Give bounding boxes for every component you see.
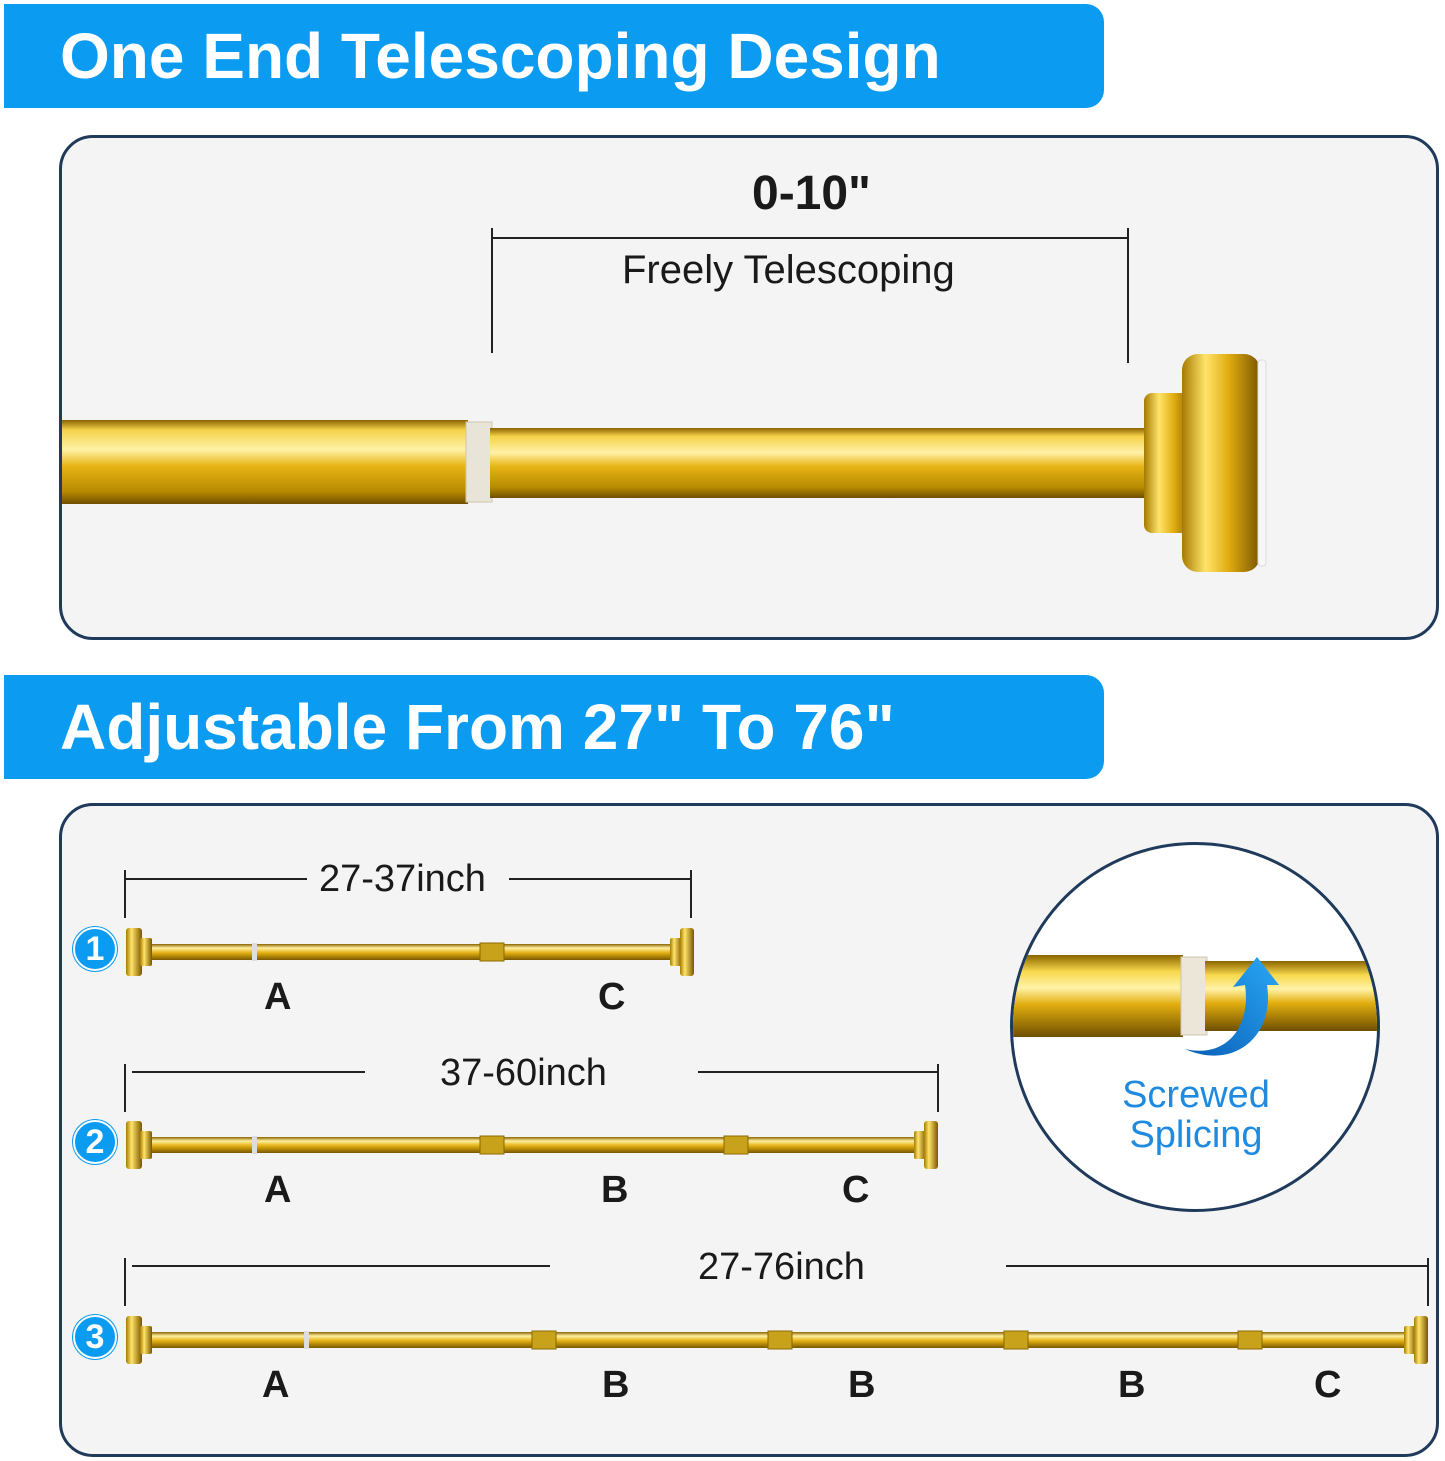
rod-2-cap-left-b (140, 1131, 152, 1159)
config-2-badge: 2 (73, 1120, 117, 1164)
config-3-segment-b2: B (848, 1364, 876, 1406)
rod-1-collar (252, 943, 257, 961)
section-banner-adjustable: Adjustable From 27" To 76" (4, 675, 1104, 779)
rod-2-cap-left (126, 1121, 142, 1169)
rod-2-thread-2 (723, 1135, 749, 1155)
rod-1-cap-right (670, 938, 682, 966)
telescoping-caption: Freely Telescoping (622, 248, 955, 292)
telescoping-rod-illustration (62, 228, 1267, 572)
rod-3-thread-4 (1237, 1330, 1263, 1350)
config-2-range: 37-60inch (440, 1052, 607, 1094)
rod-1-tube (146, 944, 676, 960)
config-1-segment-a: A (264, 976, 292, 1018)
inset-label-line2: Splicing (1129, 1114, 1263, 1156)
rod-1-cap-left (126, 928, 142, 976)
rod-3-cap-right (1404, 1326, 1416, 1354)
end-cap-inner (1144, 393, 1194, 533)
rod-3-cap-left (126, 1316, 142, 1364)
inner-tube (490, 428, 1150, 498)
config-1-badge: 1 (73, 927, 117, 971)
white-collar (465, 421, 493, 503)
section-title: Adjustable From 27" To 76" (60, 691, 895, 763)
config-3-segment-c: C (1314, 1364, 1342, 1406)
section-title: One End Telescoping Design (60, 20, 941, 92)
adjustable-rods-illustration (124, 870, 1429, 1364)
config-3-badge: 3 (73, 1315, 117, 1359)
rod-3-thread-1 (531, 1330, 557, 1350)
config-3-segment-b1: B (602, 1364, 630, 1406)
end-cap-outer (1182, 354, 1260, 572)
telescoping-range-label: 0-10" (752, 167, 871, 220)
rod-3-cap-left-b (140, 1326, 152, 1354)
config-1-segment-c: C (598, 976, 626, 1018)
rod-3-collar (304, 1331, 309, 1349)
rod-2-thread-1 (479, 1135, 505, 1155)
end-cap-pad (1257, 359, 1267, 567)
rod-3-cap-right-b (1414, 1316, 1428, 1364)
inset-label-line1: Screwed (1122, 1074, 1270, 1116)
section-banner-telescoping: One End Telescoping Design (4, 4, 1104, 108)
config-1-range: 27-37inch (319, 858, 486, 900)
rod-2-cap-right-b (924, 1121, 938, 1169)
closeup-collar (1180, 956, 1208, 1036)
config-2-segment-a: A (264, 1169, 292, 1211)
screwed-splicing-inset: Screwed Splicing (1010, 842, 1380, 1212)
config-2-segment-c: C (842, 1169, 870, 1211)
rod-1-cap-right-b (680, 928, 694, 976)
rod-2-cap-right (914, 1131, 926, 1159)
config-3-segment-b3: B (1118, 1364, 1146, 1406)
rod-1-thread (479, 942, 505, 962)
config-3-segment-a: A (262, 1364, 290, 1406)
rod-3-thread-3 (1003, 1330, 1029, 1350)
closeup-right-tube (1205, 961, 1377, 1031)
outer-tube (62, 420, 468, 504)
telescoping-panel: 0-10" Freely Telescoping (59, 135, 1439, 640)
splicing-closeup-illustration (1013, 955, 1377, 1056)
rod-1-cap-left-b (140, 938, 152, 966)
curved-arrow-icon (1185, 957, 1279, 1056)
closeup-left-tube (1013, 955, 1183, 1037)
rod-3-thread-2 (767, 1330, 793, 1350)
config-3-range: 27-76inch (698, 1246, 865, 1288)
rod-2-tube (146, 1137, 922, 1153)
rod-2-collar (252, 1136, 257, 1154)
config-2-segment-b: B (601, 1169, 629, 1211)
